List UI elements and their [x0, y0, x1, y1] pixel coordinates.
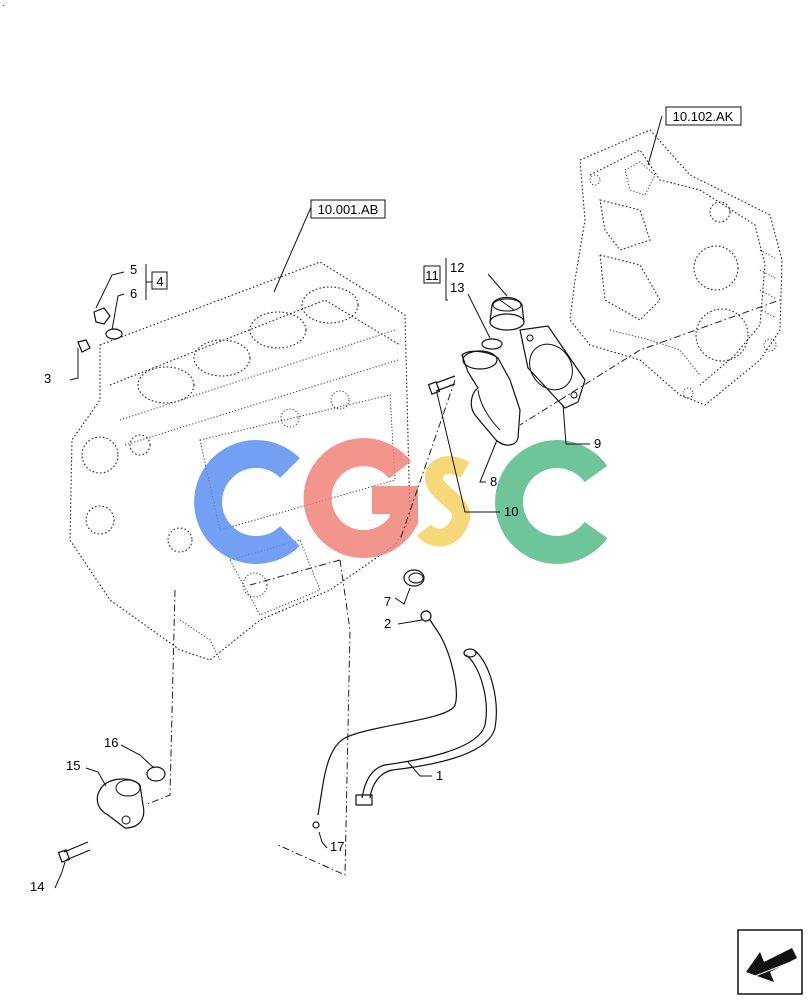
callout-3[interactable]: 3 [44, 371, 51, 386]
sensor-flange-parts [57, 589, 176, 863]
callout-15[interactable]: 15 [66, 758, 80, 773]
callout-box-11 [423, 265, 441, 284]
ref-label-engine-block: 10.001.AB [318, 202, 379, 217]
housing-parts [77, 296, 586, 622]
callout-14[interactable]: 14 [30, 879, 44, 894]
callout-1[interactable]: 1 [436, 768, 443, 783]
callout-8[interactable]: 8 [490, 474, 497, 489]
callout-12[interactable]: 12 [450, 260, 464, 275]
watermark-letter-c2 [495, 440, 608, 564]
watermark-letter-s [416, 456, 471, 547]
callout-4[interactable]: 4 [156, 274, 163, 289]
gear-housing-drawing [569, 129, 783, 406]
dipstick-assembly [249, 559, 497, 876]
ref-label-gear-housing: 10.102.AK [673, 109, 734, 124]
callout-2[interactable]: 2 [384, 616, 391, 631]
arrow-back-icon[interactable] [737, 929, 803, 995]
ref-box-engine-block[interactable]: 10.001.AB [310, 199, 386, 219]
callout-5[interactable]: 5 [130, 262, 137, 277]
leader-lines [54, 115, 663, 889]
callout-box-4 [151, 271, 168, 290]
callout-16[interactable]: 16 [104, 735, 118, 750]
watermark-letter-c1 [194, 440, 300, 564]
callout-10[interactable]: 10 [504, 504, 518, 519]
watermark-logo [194, 438, 608, 564]
callout-13[interactable]: 13 [450, 280, 464, 295]
alignment-lines [399, 299, 781, 541]
callout-17[interactable]: 17 [330, 839, 344, 854]
callout-7[interactable]: 7 [384, 594, 391, 609]
callout-11[interactable]: 11 [425, 268, 439, 283]
callout-9[interactable]: 9 [594, 436, 601, 451]
ref-box-gear-housing[interactable]: 10.102.AK [665, 106, 742, 126]
corner-mark: . [2, 0, 5, 8]
callout-6[interactable]: 6 [130, 286, 137, 301]
watermark-letter-g [303, 438, 418, 559]
